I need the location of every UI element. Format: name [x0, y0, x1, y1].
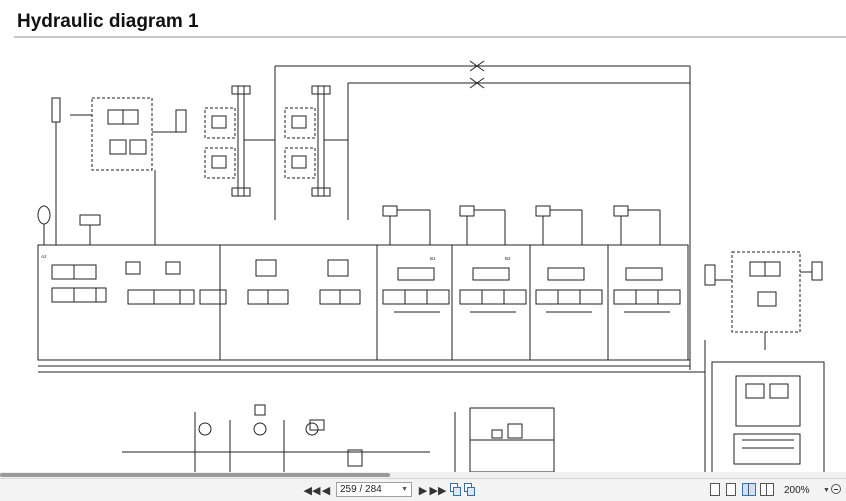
horizontal-scrollbar-thumb[interactable]: [0, 473, 390, 477]
last-page-button[interactable]: ▶▶: [429, 482, 447, 498]
zoom-dropdown-icon[interactable]: ▼: [823, 486, 830, 494]
diagram-label-b1: B1: [430, 256, 436, 261]
first-page-button[interactable]: ◀◀: [303, 482, 321, 498]
hydraulic-diagram-drawing: A2 B1 B2: [37, 60, 825, 472]
next-page-icon: ▶: [418, 484, 428, 497]
export-page-button[interactable]: [464, 483, 475, 496]
export-page-icon-overlay: [467, 487, 475, 496]
copy-page-button[interactable]: [450, 483, 461, 496]
next-page-button[interactable]: ▶: [418, 482, 428, 498]
page-title: Hydraulic diagram 1: [17, 11, 199, 32]
zoom-out-icon[interactable]: [831, 484, 841, 494]
hydraulic-diagram: A2 B1 B2: [0, 40, 846, 472]
page-number-dropdown[interactable]: 259 / 284 ▼: [336, 482, 412, 497]
last-page-icon: ▶▶: [429, 484, 447, 497]
continuous-view-icon[interactable]: [726, 483, 736, 496]
copy-page-icon-overlay: [453, 487, 461, 496]
previous-page-icon: ◀: [321, 484, 331, 497]
first-page-icon: ◀◀: [303, 484, 321, 497]
two-page-continuous-view-icon[interactable]: [760, 483, 774, 496]
page-indicator: 259 / 284: [340, 484, 382, 495]
diagram-label-b2: B2: [505, 256, 511, 261]
single-page-view-icon[interactable]: [710, 483, 720, 496]
horizontal-scrollbar[interactable]: [0, 472, 846, 478]
chevron-down-icon: ▼: [401, 486, 408, 493]
zoom-level[interactable]: 200%: [784, 484, 810, 496]
diagram-label-a2: A2: [41, 254, 47, 259]
title-divider: [14, 36, 846, 38]
two-page-view-icon[interactable]: [742, 483, 756, 496]
viewer-toolbar: ◀◀ ◀ 259 / 284 ▼ ▶ ▶▶ 200% ▼: [0, 478, 846, 501]
previous-page-button[interactable]: ◀: [321, 482, 331, 498]
